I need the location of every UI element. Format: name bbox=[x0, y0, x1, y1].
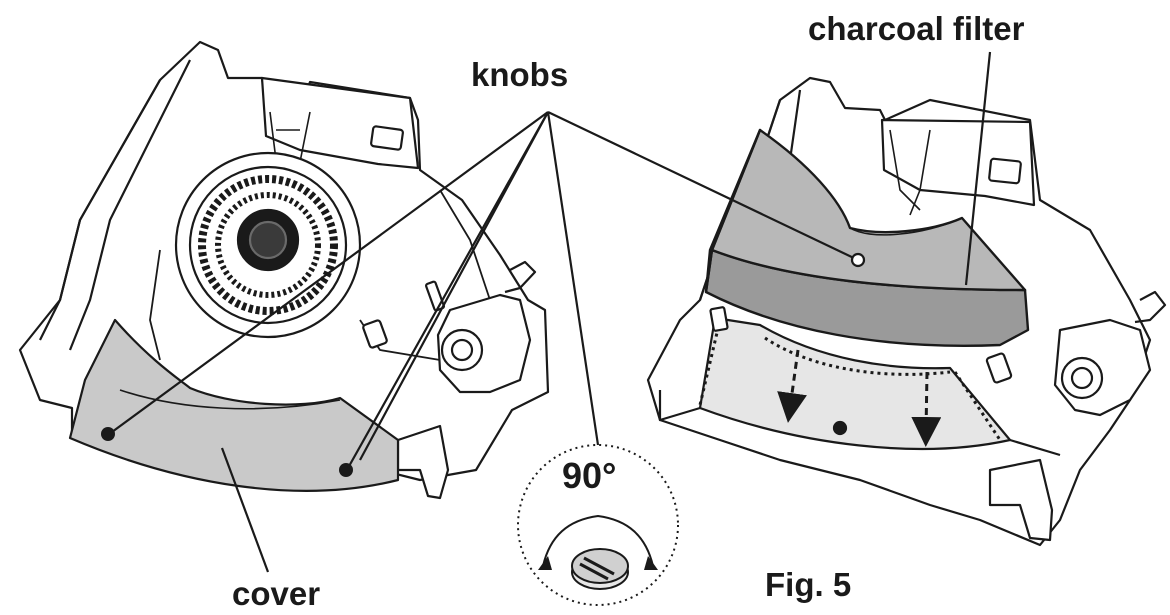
knobs-leader-filter bbox=[547, 111, 859, 261]
knobs-leader-cover-mid bbox=[359, 111, 549, 461]
cover-inner-arc bbox=[119, 389, 341, 410]
charcoal-filter-left bbox=[704, 128, 762, 294]
right-bracket-slot bbox=[988, 157, 1022, 185]
right-switch-left bbox=[709, 306, 729, 332]
right-lower-plate-edge bbox=[658, 390, 1061, 457]
knobs-label: knobs bbox=[471, 56, 569, 93]
rotation-arrowhead-left-icon bbox=[538, 556, 552, 570]
left-motor-cap-inner bbox=[450, 338, 474, 362]
left-side-wall bbox=[39, 59, 191, 351]
rotation-arc-arrow bbox=[542, 514, 654, 567]
left-fan-hub-cap bbox=[248, 220, 288, 260]
rotation-angle-label: 90° bbox=[562, 455, 617, 496]
knobs-leader-detail bbox=[546, 111, 600, 446]
right-duct-flange bbox=[988, 458, 1054, 542]
left-fan-blades bbox=[198, 175, 338, 315]
right-motor-cap-inner bbox=[1070, 366, 1094, 390]
leader-lines bbox=[111, 51, 992, 573]
knob-icon bbox=[571, 548, 629, 590]
right-top-bracket bbox=[880, 118, 1036, 207]
right-seat-dots-left bbox=[698, 319, 722, 406]
right-motor-clip bbox=[1134, 290, 1167, 324]
knobs-leader-right-cover bbox=[347, 111, 549, 469]
right-arrow-left bbox=[777, 349, 807, 423]
left-switch-small bbox=[362, 319, 388, 349]
right-bracket-wires bbox=[889, 129, 931, 216]
left-motor-clip bbox=[504, 260, 537, 294]
knobs-leader-left-cover bbox=[111, 111, 549, 433]
charcoal-filter-knob bbox=[850, 252, 866, 268]
left-bracket-slot bbox=[370, 125, 404, 151]
cover-leader bbox=[220, 447, 270, 573]
charcoal-filter-leader bbox=[964, 51, 992, 286]
cover-knob-left bbox=[101, 427, 115, 441]
left-fan-mid-ring bbox=[215, 192, 321, 298]
charcoal-filter bbox=[704, 128, 1030, 347]
figure-caption: Fig. 5 bbox=[765, 566, 852, 603]
cover-panel bbox=[68, 318, 400, 492]
rotation-detail bbox=[517, 444, 679, 606]
cover-knob-right bbox=[339, 463, 353, 477]
rotation-arrowhead-right-icon bbox=[644, 556, 658, 570]
right-plate-knob bbox=[832, 420, 848, 436]
right-arrow-right bbox=[911, 371, 942, 447]
right-switch-small bbox=[985, 352, 1013, 384]
charcoal-filter-label: charcoal filter bbox=[808, 10, 1025, 47]
cover-label: cover bbox=[232, 575, 321, 612]
rotation-detail-border bbox=[517, 444, 679, 606]
left-duct-flange bbox=[396, 424, 450, 500]
charcoal-filter-inner-curve bbox=[849, 217, 963, 236]
